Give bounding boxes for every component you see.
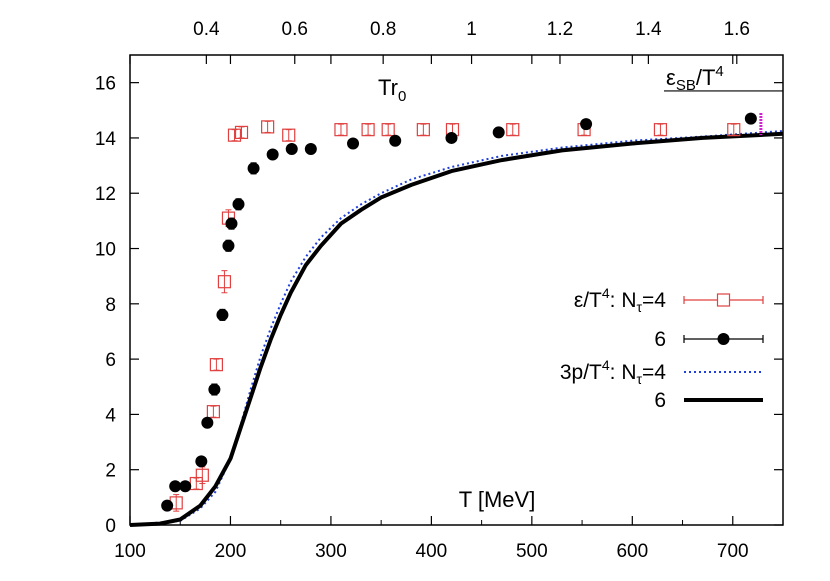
energy-nt6-point (247, 162, 260, 175)
energy-nt4-point (506, 123, 520, 137)
energy-nt6-point (225, 217, 238, 230)
energy-nt6-point (201, 416, 214, 429)
x-tick-label: 200 (215, 541, 247, 562)
trace-anomaly-label: Tr0 (378, 75, 406, 105)
energy-nt6-point (179, 480, 192, 493)
y-tick-label: 14 (95, 129, 117, 150)
energy-nt6-point (304, 143, 317, 155)
energy-nt4-point (653, 123, 668, 137)
energy-nt6-point (744, 112, 757, 125)
energy-nt4-point (416, 123, 430, 137)
energy-nt4-point (227, 128, 242, 142)
top-tick-label: 0.6 (282, 19, 308, 40)
legend-label: ε/T4: Nτ=4 (574, 285, 666, 315)
energy-nt6-point (216, 308, 229, 321)
x-tick-label: 400 (416, 541, 448, 562)
top-tick-label: 1.4 (635, 19, 662, 40)
y-tick-label: 4 (105, 405, 116, 426)
top-tick-label: 0.8 (370, 19, 396, 40)
top-tick-label: 1.2 (547, 19, 573, 40)
x-axis-label: T [MeV] (459, 487, 536, 512)
plot-frame (129, 54, 784, 526)
legend-label: 6 (654, 389, 666, 412)
energy-nt6-point (580, 118, 593, 131)
energy-nt4-point (234, 125, 249, 140)
energy-nt6-point (266, 148, 279, 161)
legend-swatch-circle (717, 333, 730, 345)
data-series (129, 112, 784, 527)
y-tick-label: 2 (105, 461, 116, 482)
top-tick-label: 0.4 (193, 19, 220, 40)
energy-nt4-point (206, 405, 220, 419)
x-tick-label: 500 (516, 541, 548, 562)
legend-label: 3p/T4: Nτ=4 (560, 357, 666, 387)
y-tick-label: 6 (105, 350, 116, 371)
energy-nt6-point (389, 134, 402, 147)
energy-nt6-point (169, 480, 182, 493)
energy-nt4-point (334, 123, 348, 137)
energy-nt4-point (361, 123, 375, 137)
x-tick-label: 300 (315, 541, 347, 562)
y-tick-label: 12 (95, 184, 116, 205)
energy-nt6-point (232, 198, 245, 211)
energy-nt6-point (285, 143, 298, 155)
energy-nt6-point (208, 383, 221, 396)
top-tick-label: 1.6 (724, 19, 750, 40)
energy-nt4-point (261, 120, 275, 134)
x-tick-label: 600 (616, 541, 648, 562)
pressure-nt6-curve (129, 131, 784, 527)
legend-label: 6 (654, 328, 666, 351)
energy-nt4-point (381, 123, 395, 137)
sb-limit-label: εSB/T4 (666, 63, 724, 94)
y-tick-label: 0 (105, 516, 116, 537)
top-tick-label: 1 (466, 19, 477, 40)
y-tick-label: 16 (95, 74, 116, 95)
x-tick-label: 700 (717, 541, 749, 562)
energy-nt4-point (727, 123, 741, 137)
y-tick-label: 10 (95, 240, 116, 261)
x-tick-label: 100 (114, 541, 146, 562)
energy-nt6-point (161, 499, 174, 512)
energy-nt4-point (282, 128, 296, 142)
energy-nt6-point (445, 131, 458, 144)
energy-nt6-point (222, 239, 235, 252)
annotations: Tr0 εSB/T4 (378, 63, 783, 105)
energy-nt4-point (217, 275, 232, 289)
energy-nt4-point (195, 468, 209, 482)
energy-nt6-point (347, 137, 360, 150)
energy-nt4-point (209, 358, 223, 372)
energy-nt6-point (195, 455, 208, 468)
legend-swatch-square (716, 293, 731, 307)
y-tick-label: 8 (105, 295, 116, 316)
energy-nt6-point (492, 126, 505, 139)
